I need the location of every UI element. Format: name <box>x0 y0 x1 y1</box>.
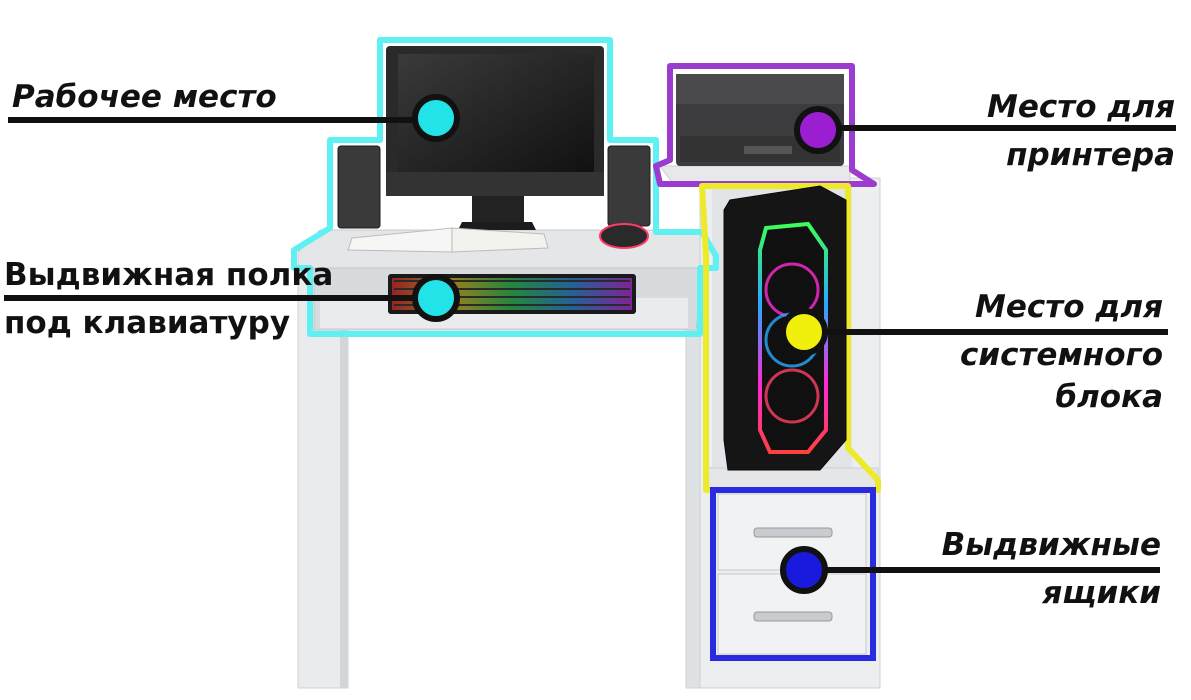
callout-text: блока <box>1055 379 1163 415</box>
speaker-left <box>337 145 381 229</box>
callout-label-keyboard-shelf: Выдвижная полка под клавиатуру <box>4 256 333 342</box>
callout-label-system-unit-place: Место для системного блока <box>960 288 1163 416</box>
callout-keyboard-marker <box>4 274 460 322</box>
drawer-handle-top <box>753 527 833 538</box>
system-unit-outline <box>699 183 881 493</box>
callout-text: Выдвижные <box>941 527 1161 563</box>
speaker-right <box>607 145 651 227</box>
drawers-outline <box>710 487 876 661</box>
callout-text: Место для <box>987 89 1175 125</box>
printer-shelf <box>659 165 851 183</box>
callout-text: Рабочее место <box>12 79 277 115</box>
monitor <box>386 46 604 230</box>
callout-label-printer-place: Место для принтера <box>987 88 1175 174</box>
callout-printer-marker <box>794 106 1176 154</box>
workspace-outline <box>291 37 719 337</box>
callout-label-drawers: Выдвижные ящики <box>942 526 1161 612</box>
callout-text: Место для <box>975 289 1163 325</box>
monitor-stand <box>472 196 524 222</box>
callout-dot-workspace <box>412 94 460 142</box>
desk-leg-inner <box>340 330 348 688</box>
callout-workspace-marker <box>8 94 460 142</box>
callout-text: под клавиатуру <box>4 305 291 341</box>
callout-text: Выдвижная полка <box>4 257 334 293</box>
drawer-handle-bottom <box>753 611 833 622</box>
mouse <box>599 223 649 249</box>
callout-dot-system-unit <box>780 308 828 356</box>
callout-drawers-marker <box>780 546 1160 594</box>
callout-text: принтера <box>1006 137 1175 173</box>
callout-label-workspace: Рабочее место <box>12 78 277 116</box>
callout-dot-drawers <box>780 546 828 594</box>
callout-text: ящики <box>1042 575 1161 611</box>
callout-dot-printer <box>794 106 842 154</box>
callout-dot-keyboard <box>412 274 460 322</box>
open-book <box>347 227 549 253</box>
callout-system-unit-marker <box>780 308 1168 356</box>
callout-text: системного <box>959 337 1163 373</box>
